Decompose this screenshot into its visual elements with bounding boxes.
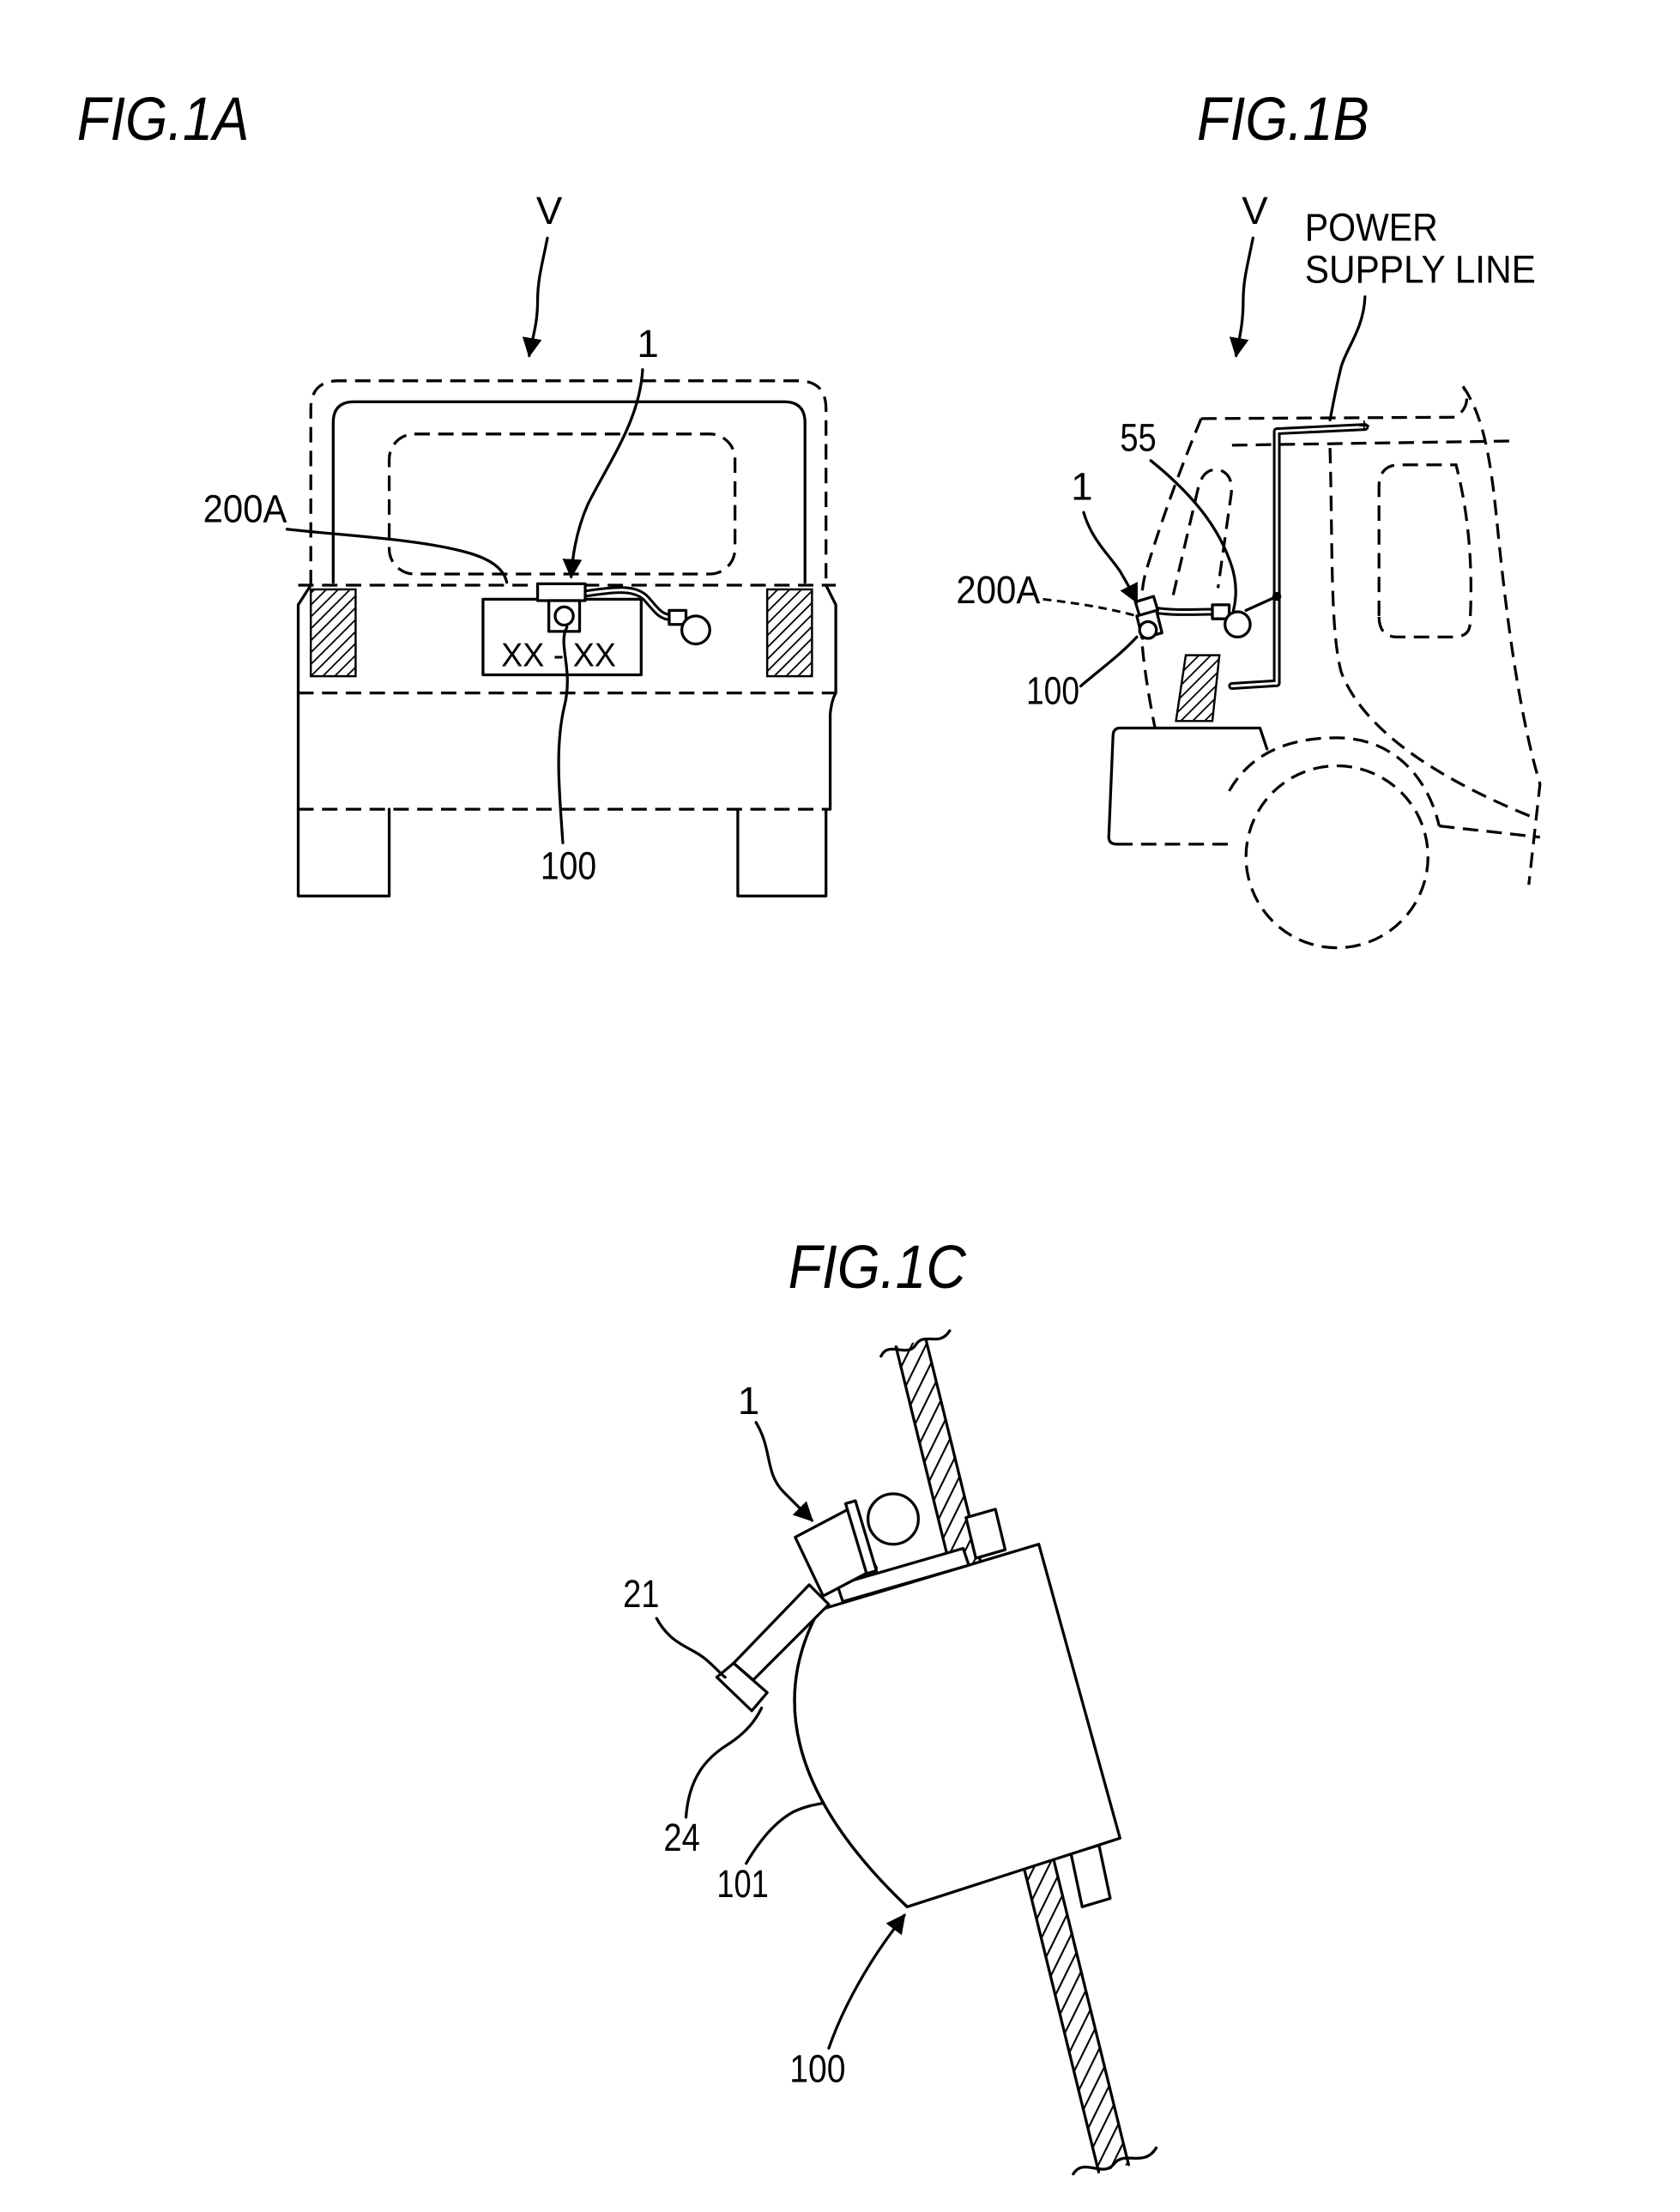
- fig-1a-ref-200a: 200A: [203, 487, 287, 531]
- fig-1b-ref-1-arrow: [1084, 512, 1137, 601]
- tire-right: [738, 809, 826, 896]
- side-window: [1379, 465, 1471, 638]
- power-junction: [1272, 592, 1281, 601]
- bumper-side-right: [831, 693, 837, 809]
- fig-1b-ref-200a: 200A: [956, 568, 1040, 612]
- fig-1a-ref-v-arrow: [529, 238, 547, 355]
- fig-1a-ref-v: V: [536, 189, 563, 233]
- power-supply-label-line2: SUPPLY LINE: [1305, 248, 1536, 292]
- fig-1b: FIG.1B: [956, 85, 1539, 947]
- power-branch: [1246, 596, 1277, 610]
- power-line-inner: [1232, 427, 1365, 686]
- fig-1b-ref-v-arrow: [1236, 238, 1254, 355]
- bumper-side: [1109, 728, 1155, 843]
- taillight-right: [767, 589, 812, 676]
- vehicle-side-view: [1109, 386, 1540, 947]
- wheel-arch: [1230, 738, 1440, 826]
- power-supply-leader: [1330, 297, 1365, 420]
- fig-1b-ref-1: 1: [1071, 464, 1092, 508]
- fig-1c-ref-1-arrow: [756, 1423, 812, 1520]
- fig-1a: FIG.1A XX - XX V: [77, 85, 836, 896]
- fig-1b-ref-55-leader: [1151, 461, 1236, 611]
- camera-lens: [555, 607, 573, 625]
- power-supply-line: [1232, 427, 1365, 686]
- rear-window: [390, 434, 735, 574]
- rear-wheel: [1246, 766, 1428, 948]
- fig-1c-ref-100-arrow: [829, 1915, 904, 2048]
- power-terminal-mark: +: [1358, 414, 1370, 438]
- camera-device-1-side: [1135, 596, 1250, 638]
- fig-1b-ref-100: 100: [1026, 669, 1079, 713]
- body-side-right: [826, 585, 836, 693]
- taillight-left: [311, 589, 355, 676]
- body-side-left: [299, 585, 311, 693]
- camera-lens-side: [1139, 621, 1157, 638]
- connector-nozzle: [682, 616, 710, 644]
- tire-left: [299, 809, 390, 896]
- fig-1b-title: FIG.1B: [1197, 85, 1369, 154]
- connector-nozzle-side: [1225, 612, 1250, 637]
- fig-1a-ref-100: 100: [541, 844, 596, 888]
- fig-1c-ref-21-leader: [656, 1618, 725, 1677]
- fig-1b-ref-100-leader: [1081, 637, 1137, 686]
- fig-1c-ref-1: 1: [738, 1379, 759, 1423]
- rear-body-edge: [1463, 386, 1540, 885]
- fig-1a-title: FIG.1A: [77, 85, 250, 154]
- fig-1c-title: FIG.1C: [789, 1233, 967, 1302]
- bumper-top: [1155, 728, 1267, 748]
- license-plate-text: XX - XX: [501, 638, 616, 674]
- fig-1b-ref-55: 55: [1120, 415, 1156, 459]
- fig-1c-ref-24: 24: [663, 1816, 699, 1859]
- power-supply-label-line1: POWER: [1305, 206, 1438, 250]
- fig-1c-ref-24-leader: [686, 1708, 762, 1817]
- fig-1a-ref-1: 1: [637, 322, 658, 366]
- fig-1c-ref-101-leader: [746, 1804, 824, 1864]
- rocker-line: [1439, 826, 1539, 837]
- fig-1c-ref-101: 101: [716, 1862, 768, 1906]
- device-bracket: [538, 583, 585, 601]
- taillight-side: [1176, 656, 1220, 722]
- fig-1c-ref-21: 21: [623, 1572, 659, 1616]
- fig-1b-ref-200a-leader: [1043, 599, 1137, 616]
- power-line-outer: [1232, 427, 1365, 686]
- fig-1c: FIG.1C 1 21 24 101: [623, 1233, 1158, 2178]
- fig-1b-ref-v: V: [1242, 189, 1268, 233]
- fig-1c-ref-100: 100: [789, 2046, 845, 2090]
- bracket-lower: [1071, 1846, 1110, 1907]
- device-ball: [868, 1494, 919, 1544]
- rear-door-line: [1330, 448, 1537, 819]
